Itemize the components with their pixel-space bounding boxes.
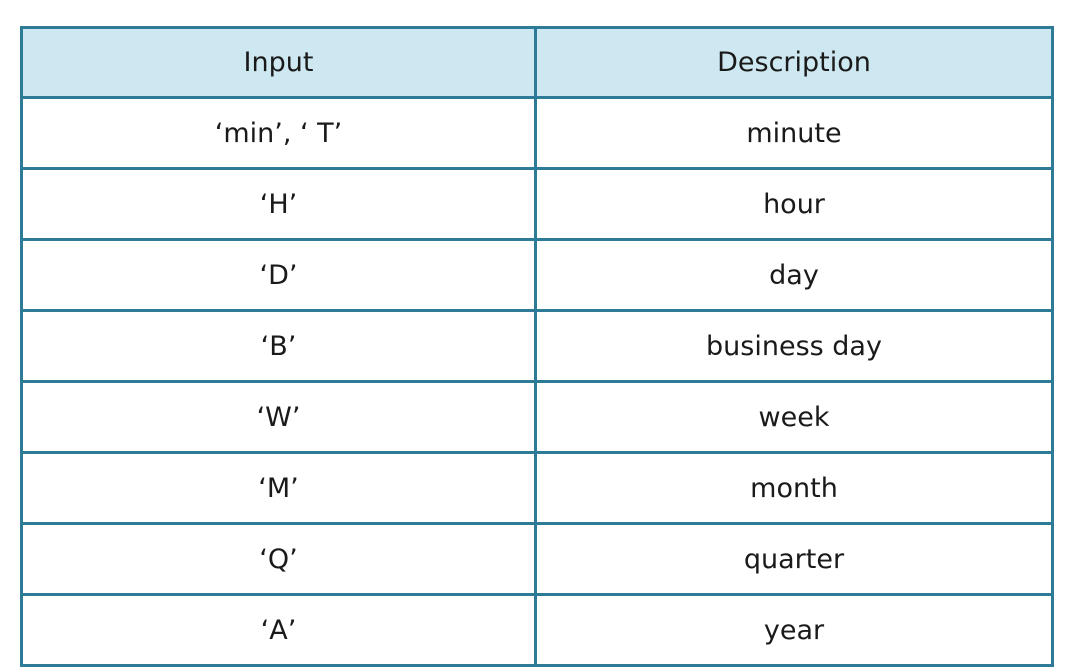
input-cell: ‘min’, ‘ T’ bbox=[20, 96, 537, 170]
description-cell: minute bbox=[534, 96, 1054, 170]
table-row: ‘A’ year bbox=[20, 593, 1054, 667]
table-header: Input Description bbox=[20, 26, 1054, 99]
table-body: ‘min’, ‘ T’ minute ‘H’ hour ‘D’ day ‘B’ … bbox=[20, 96, 1054, 667]
description-cell: day bbox=[534, 238, 1054, 312]
description-cell: quarter bbox=[534, 522, 1054, 596]
table-row: ‘D’ day bbox=[20, 238, 1054, 312]
description-cell: week bbox=[534, 380, 1054, 454]
description-cell: year bbox=[534, 593, 1054, 667]
input-cell: ‘A’ bbox=[20, 593, 537, 667]
description-cell: hour bbox=[534, 167, 1054, 241]
table-row: ‘B’ business day bbox=[20, 309, 1054, 383]
header-row: Input Description bbox=[20, 26, 1054, 99]
input-cell: ‘B’ bbox=[20, 309, 537, 383]
table-row: ‘M’ month bbox=[20, 451, 1054, 525]
input-cell: ‘H’ bbox=[20, 167, 537, 241]
table-row: ‘Q’ quarter bbox=[20, 522, 1054, 596]
column-header-description: Description bbox=[534, 26, 1054, 99]
description-cell: month bbox=[534, 451, 1054, 525]
input-cell: ‘D’ bbox=[20, 238, 537, 312]
input-cell: ‘M’ bbox=[20, 451, 537, 525]
table-row: ‘min’, ‘ T’ minute bbox=[20, 96, 1054, 170]
input-cell: ‘Q’ bbox=[20, 522, 537, 596]
table-row: ‘H’ hour bbox=[20, 167, 1054, 241]
column-header-input: Input bbox=[20, 26, 537, 99]
input-cell: ‘W’ bbox=[20, 380, 537, 454]
frequency-alias-table: Input Description ‘min’, ‘ T’ minute ‘H’… bbox=[20, 26, 1054, 667]
description-cell: business day bbox=[534, 309, 1054, 383]
table-row: ‘W’ week bbox=[20, 380, 1054, 454]
